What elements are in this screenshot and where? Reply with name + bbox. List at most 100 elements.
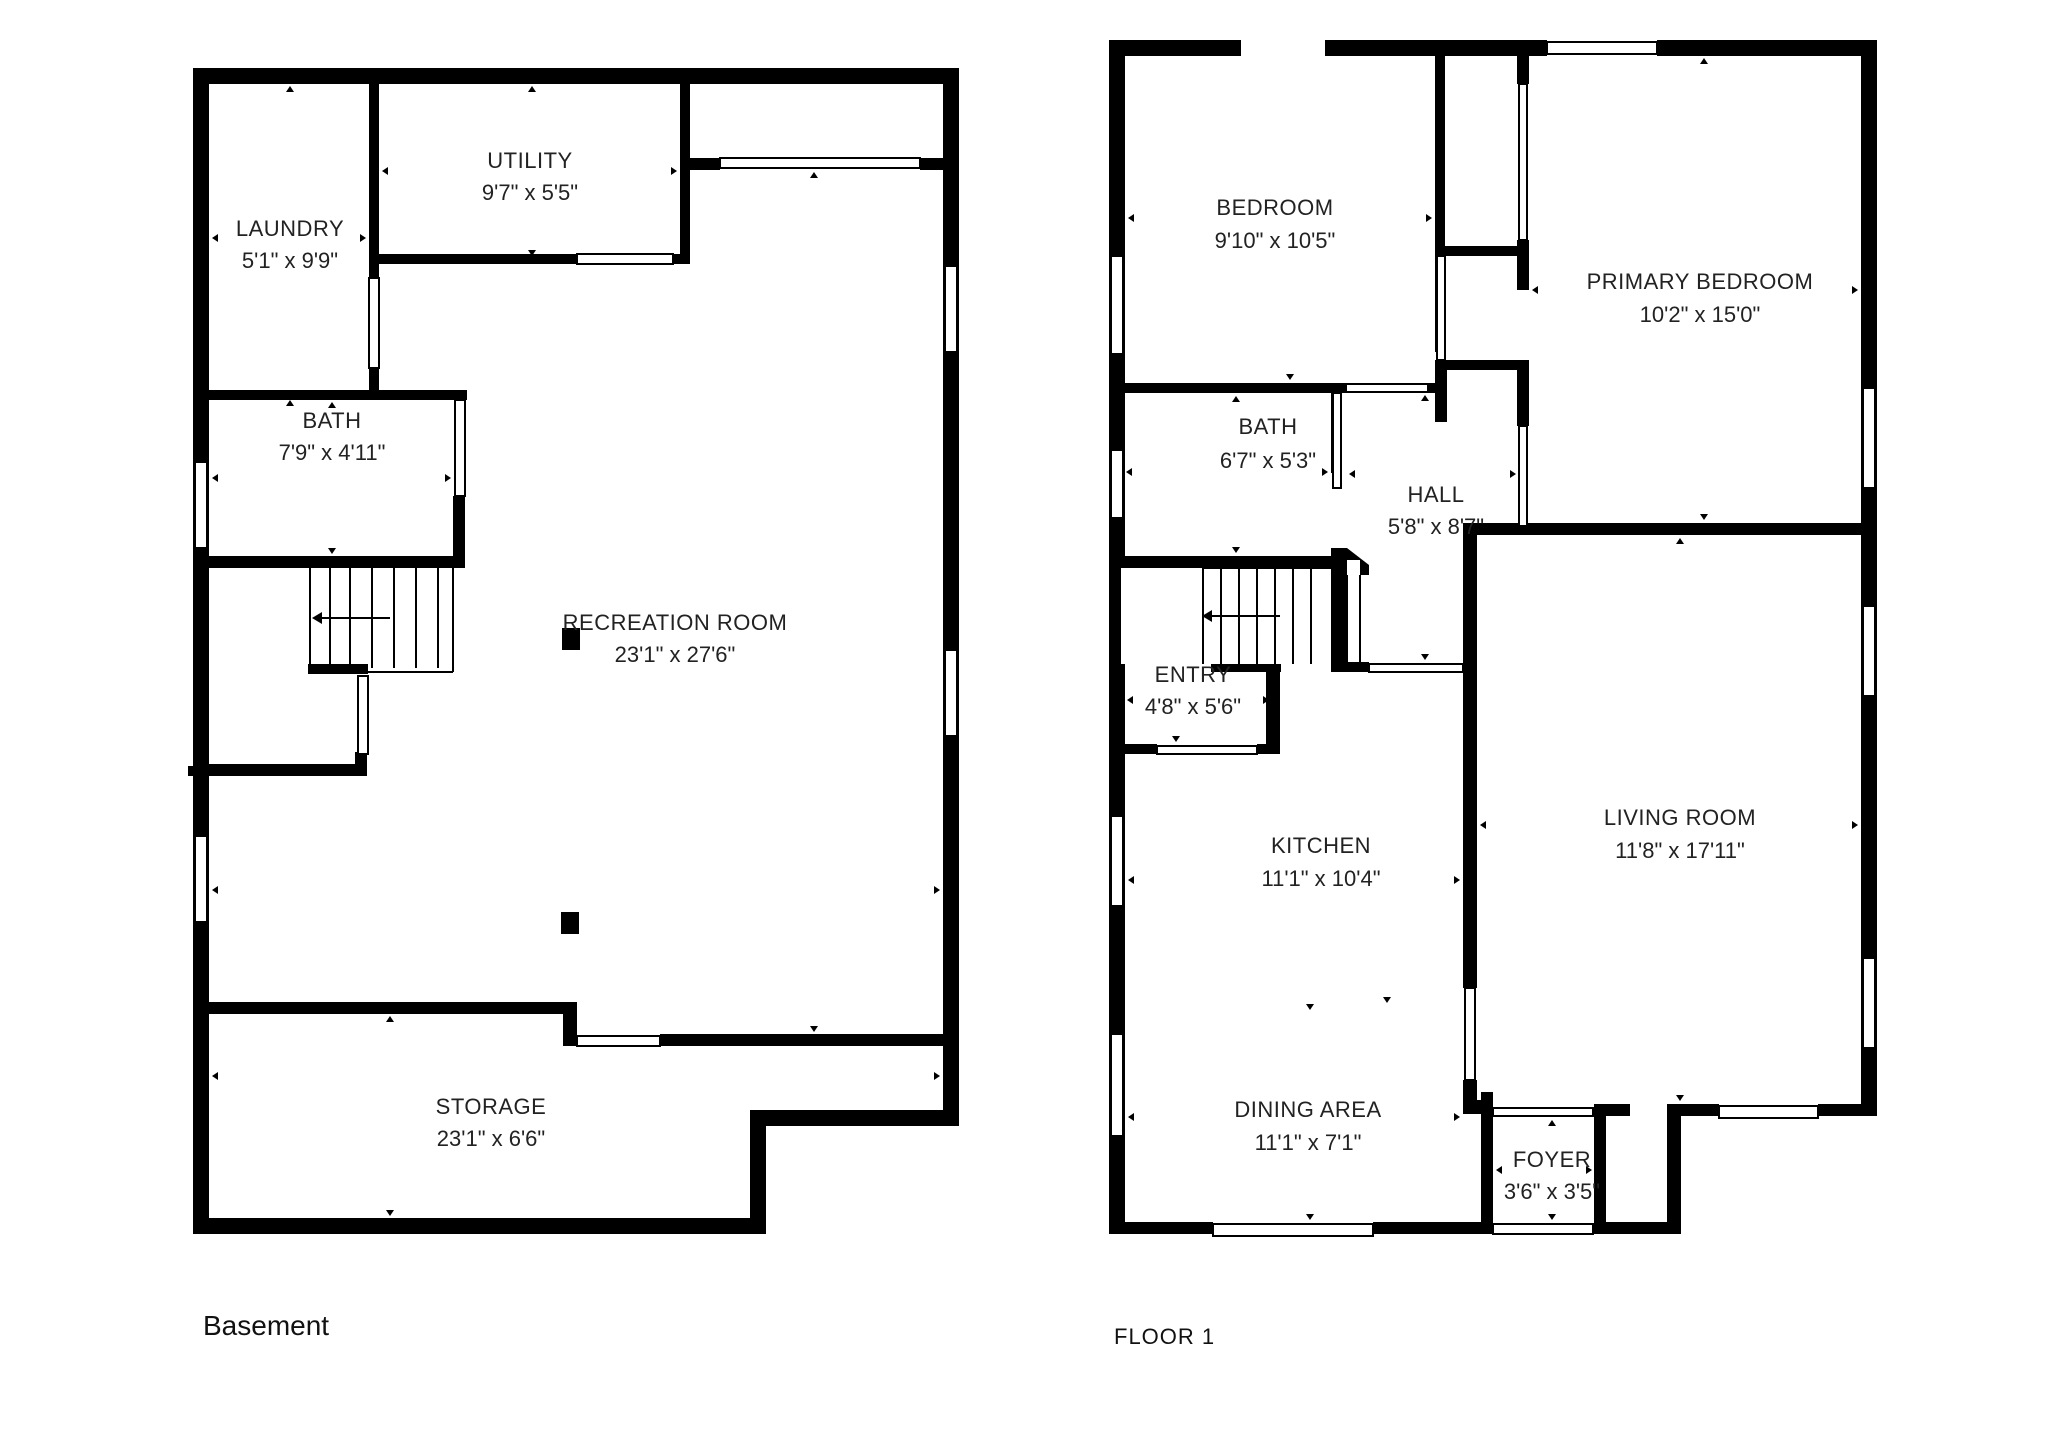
room-name-living-room: LIVING ROOM [1604, 805, 1756, 830]
wall [680, 80, 690, 264]
wall [1435, 246, 1525, 256]
room-dims-living-room: 11'8" x 17'11" [1615, 838, 1745, 863]
room-name-bedroom: BEDROOM [1216, 195, 1333, 220]
window [194, 461, 208, 549]
wall [563, 1002, 577, 1046]
wall [1818, 1104, 1877, 1116]
room-name-bath-floor1: BATH [1238, 414, 1297, 439]
wall [188, 766, 196, 776]
wall [1121, 556, 1347, 568]
window [1862, 605, 1876, 697]
room-dims-kitchen: 11'1" x 10'4" [1261, 866, 1380, 891]
wall [1463, 1100, 1485, 1114]
door-opening [1368, 663, 1464, 673]
wall [369, 254, 579, 264]
room-name-foyer: FOYER [1513, 1147, 1591, 1172]
room-dims-entry: 4'8" x 5'6" [1145, 694, 1241, 719]
room-dims-foyer: 3'6" x 3'5" [1504, 1179, 1600, 1204]
door-opening [1332, 392, 1342, 489]
floor-label-basement: Basement [203, 1310, 330, 1341]
window [1110, 815, 1124, 907]
wall [1325, 40, 1547, 56]
room-dims-laundry: 5'1" x 9'9" [242, 248, 338, 273]
basement-windows [194, 157, 958, 1047]
room-name-storage: STORAGE [436, 1094, 547, 1119]
window [1862, 957, 1876, 1049]
wall [1463, 660, 1477, 988]
room-name-utility: UTILITY [487, 148, 572, 173]
floor-label-floor1: FLOOR 1 [1114, 1324, 1216, 1349]
wall [193, 1218, 766, 1234]
room-name-kitchen: KITCHEN [1271, 833, 1371, 858]
window [1862, 387, 1876, 489]
floor1-plan [1109, 40, 1877, 1234]
wall [680, 158, 720, 170]
wall [1435, 360, 1525, 370]
room-name-laundry: LAUNDRY [236, 216, 344, 241]
wall [1435, 370, 1447, 422]
wall [1517, 360, 1529, 426]
wall [1109, 1222, 1213, 1234]
door-opening [1156, 745, 1258, 755]
room-name-hall: HALL [1407, 482, 1464, 507]
wall [1121, 383, 1346, 393]
floor1-labels: BEDROOM 9'10" x 10'5" PRIMARY BEDROOM 10… [1145, 195, 1813, 1204]
wall [453, 496, 465, 566]
wall [1428, 383, 1445, 393]
wall [750, 1110, 766, 1234]
wall [205, 390, 467, 400]
wall [308, 664, 368, 674]
window [944, 649, 958, 737]
column [561, 912, 579, 934]
wall [205, 764, 367, 776]
room-dims-bath-floor1: 6'7" x 5'3" [1220, 448, 1316, 473]
room-name-entry: ENTRY [1155, 662, 1232, 687]
wall [1121, 744, 1157, 754]
door-opening [1518, 425, 1528, 527]
wall [1257, 744, 1280, 754]
wall [1463, 523, 1477, 663]
wall [369, 368, 379, 396]
wall [1331, 548, 1369, 575]
window [719, 157, 921, 169]
wall [369, 80, 379, 278]
window [576, 253, 674, 265]
basement-labels: LAUNDRY 5'1" x 9'9" UTILITY 9'7" x 5'5" … [236, 148, 787, 1151]
wall [1594, 1222, 1681, 1234]
column [562, 628, 580, 650]
room-dims-utility: 9'7" x 5'5" [482, 180, 578, 205]
door-opening [1436, 255, 1446, 361]
room-dims-bath: 7'9" x 4'11" [279, 440, 386, 465]
door-opening [1464, 987, 1476, 1081]
room-dims-primary-bedroom: 10'2" x 15'0" [1640, 302, 1761, 327]
wall [1600, 1104, 1630, 1116]
door-opening [1518, 83, 1528, 241]
wall [1266, 662, 1280, 754]
wall [1861, 40, 1877, 1116]
room-dims-recreation: 23'1" x 27'6" [615, 642, 736, 667]
door-opening [454, 399, 466, 497]
door-opening [1345, 383, 1429, 393]
wall [1373, 1222, 1493, 1234]
door-opening [576, 1035, 661, 1047]
wall [1331, 556, 1347, 668]
door-opening [1492, 1107, 1594, 1117]
wall [1331, 662, 1369, 672]
wall [1657, 40, 1873, 56]
floor1-stairs [1121, 567, 1361, 664]
basement-plan [188, 68, 959, 1234]
basement-dim-markers [212, 86, 940, 1216]
window [1212, 1223, 1374, 1237]
room-name-recreation: RECREATION ROOM [563, 610, 788, 635]
window [1110, 449, 1124, 519]
wall [920, 158, 950, 170]
room-name-dining-area: DINING AREA [1234, 1097, 1381, 1122]
wall [1463, 523, 1877, 535]
wall [943, 68, 959, 1126]
wall [205, 1002, 575, 1014]
wall [1435, 52, 1445, 352]
window [1546, 41, 1658, 55]
window [194, 835, 208, 923]
wall [1517, 52, 1529, 84]
